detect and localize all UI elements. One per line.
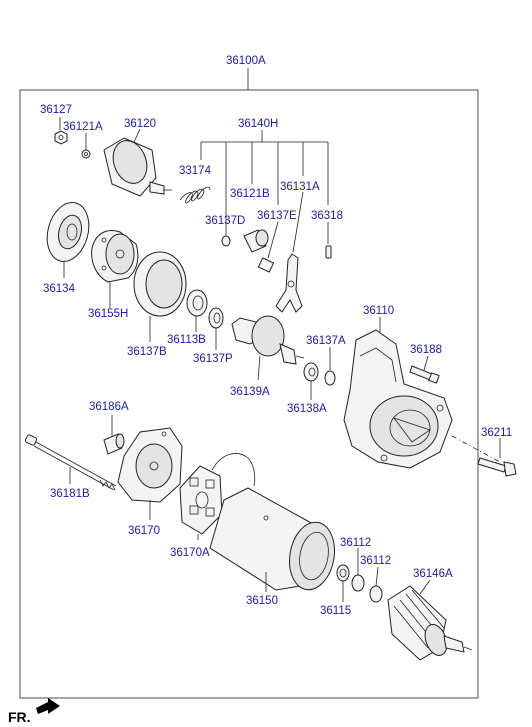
label-33174: 33174 (179, 165, 212, 177)
label-36121A: 36121A (63, 121, 103, 133)
part-36113B-washer[interactable] (186, 289, 208, 317)
part-36121A-washer[interactable] (81, 149, 91, 159)
part-36155H-gear-housing[interactable] (91, 230, 139, 283)
fr-direction-label: FR. (8, 709, 31, 725)
label-36112-a: 36112 (340, 537, 371, 549)
assembly-frame (19, 89, 479, 699)
leader-36120 (133, 128, 141, 143)
leader-36131A (292, 191, 304, 253)
part-36137P-washer[interactable] (208, 307, 224, 329)
part-36181B-through-bolt[interactable] (24, 434, 117, 491)
label-36121B: 36121B (230, 188, 270, 200)
part-36170A-brush-holder[interactable] (179, 465, 223, 535)
label-36110: 36110 (363, 305, 394, 317)
leader-36146A (419, 579, 431, 595)
front-direction-arrow-icon (36, 698, 60, 714)
part-36211-bolt[interactable] (477, 457, 517, 477)
part-36139A-clutch[interactable] (231, 315, 305, 365)
label-36155H: 36155H (88, 308, 128, 320)
part-36137D-clip[interactable] (221, 235, 231, 247)
label-36137E: 36137E (257, 210, 297, 222)
label-36120: 36120 (124, 118, 156, 130)
part-36170-rear-bracket[interactable] (117, 427, 183, 503)
label-36127: 36127 (40, 104, 72, 116)
part-36121B-sleeve[interactable] (243, 229, 269, 253)
part-36318-pin[interactable] (325, 245, 332, 259)
part-36110-front-bracket[interactable] (343, 329, 453, 469)
label-36137B: 36137B (127, 346, 167, 358)
label-36170A: 36170A (170, 547, 210, 559)
label-36131A: 36131A (280, 181, 320, 193)
kit-36140H-bracket (200, 130, 329, 235)
part-36146A-armature[interactable] (387, 585, 473, 661)
label-36211: 36211 (481, 427, 512, 439)
part-36137B-ring-gear[interactable] (133, 251, 187, 317)
part-36134-plate[interactable] (41, 198, 95, 266)
label-36186A: 36186A (89, 401, 129, 413)
leader-36188 (423, 355, 429, 371)
label-36188: 36188 (410, 344, 442, 356)
label-36134: 36134 (43, 283, 76, 295)
label-36181B: 36181B (50, 488, 90, 500)
axis-line-36211 (451, 435, 501, 463)
label-36140H: 36140H (238, 118, 278, 130)
label-36150: 36150 (246, 595, 278, 607)
part-36137A-ring[interactable] (324, 370, 336, 386)
label-36146A: 36146A (413, 568, 453, 580)
part-36137E-plate[interactable] (257, 257, 275, 273)
label-36137A: 36137A (306, 335, 346, 347)
part-36186A-bushing[interactable] (103, 433, 125, 455)
label-36318: 36318 (311, 210, 343, 222)
label-36137P: 36137P (193, 353, 233, 365)
label-36137D: 36137D (205, 215, 245, 227)
label-36113B: 36113B (167, 334, 206, 346)
part-36150-yoke[interactable] (209, 453, 340, 594)
part-36127-nut[interactable] (54, 130, 68, 145)
label-36112-b: 36112 (360, 555, 391, 567)
part-36112-washer-a[interactable] (351, 574, 365, 592)
label-36139A: 36139A (230, 386, 270, 398)
part-36120-solenoid[interactable] (103, 136, 172, 197)
label-36138A: 36138A (287, 403, 327, 415)
label-36115: 36115 (320, 605, 351, 617)
part-33174-spring[interactable] (179, 186, 211, 204)
label-36170: 36170 (128, 525, 160, 537)
leader-36139A (257, 355, 261, 381)
part-36138A-washer[interactable] (303, 362, 319, 382)
label-36100A: 36100A (226, 55, 266, 67)
leader-36112b (375, 566, 379, 587)
leader-36137E (267, 221, 279, 259)
part-36112-washer-b[interactable] (369, 585, 383, 603)
part-36188-bolt[interactable] (409, 365, 440, 384)
part-36131A-lever[interactable] (275, 253, 303, 313)
part-36115-washer[interactable] (336, 564, 350, 582)
